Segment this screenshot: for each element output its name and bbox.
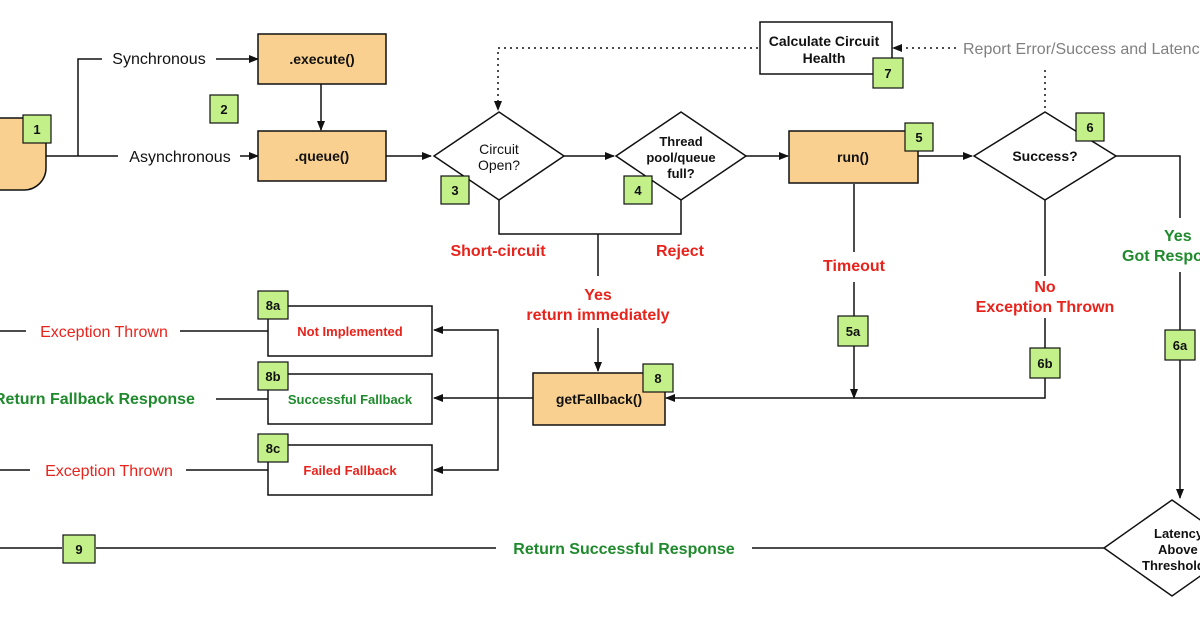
queue-node: .queue() bbox=[257, 130, 387, 182]
successful-fallback-label: Successful Fallback bbox=[288, 392, 413, 407]
timeout-label: Timeout bbox=[823, 258, 886, 275]
latency-label-3: Threshold bbox=[1142, 558, 1200, 573]
latency-label-2: Above bbox=[1158, 542, 1198, 557]
calc-health-label-1: Calculate Circuit bbox=[769, 33, 880, 49]
not-implemented-node: Not Implemented bbox=[267, 305, 433, 357]
fallback-to-failed-arrow bbox=[433, 398, 499, 474]
reject-label: Reject bbox=[656, 243, 705, 260]
circuit-open-label-2: Open? bbox=[478, 157, 520, 173]
badge-8: 8 bbox=[642, 363, 674, 393]
yes-got-label-1: Yes bbox=[1164, 228, 1192, 245]
svg-text:9: 9 bbox=[75, 542, 82, 557]
short-circuit-label: Short-circuit bbox=[450, 243, 546, 260]
svg-text:6b: 6b bbox=[1037, 356, 1052, 371]
svg-text:8: 8 bbox=[654, 371, 661, 386]
svg-text:6: 6 bbox=[1086, 120, 1093, 135]
badge-4: 4 bbox=[623, 175, 653, 205]
asynchronous-label: Asynchronous bbox=[129, 149, 230, 166]
badge-3: 3 bbox=[440, 175, 470, 205]
svg-text:8c: 8c bbox=[266, 441, 280, 456]
run-node: run() bbox=[788, 130, 919, 184]
yes-return-label-2: return immediately bbox=[526, 307, 669, 324]
svg-text:2: 2 bbox=[220, 102, 227, 117]
queue-label: .queue() bbox=[295, 148, 349, 164]
badge-5: 5 bbox=[904, 122, 934, 152]
yes-got-label-2: Got Response bbox=[1122, 248, 1200, 265]
badge-6b: 6b bbox=[1029, 347, 1061, 379]
badge-8b: 8b bbox=[257, 361, 289, 391]
synchronous-label: Synchronous bbox=[112, 51, 205, 68]
svg-text:7: 7 bbox=[884, 66, 891, 81]
failed-fallback-label: Failed Fallback bbox=[303, 463, 397, 478]
thread-pool-label-3: full? bbox=[667, 166, 694, 181]
success-label: Success? bbox=[1012, 148, 1077, 164]
success-yes-line-top bbox=[1116, 155, 1181, 218]
badge-5a: 5a bbox=[837, 315, 869, 347]
successful-fallback-node: Successful Fallback bbox=[267, 373, 433, 425]
no-exception-label-2: Exception Thrown bbox=[976, 299, 1115, 316]
report-label: Report Error/Success and Latency bbox=[963, 41, 1200, 58]
thread-pool-label-2: pool/queue bbox=[646, 150, 715, 165]
sync-branch-line bbox=[77, 58, 102, 156]
thread-pool-label-1: Thread bbox=[659, 134, 702, 149]
badge-6a: 6a bbox=[1164, 329, 1196, 361]
exception-to-fallback-arrow bbox=[665, 318, 1046, 402]
return-fallback-label: Return Fallback Response bbox=[0, 391, 195, 408]
badge-7: 7 bbox=[872, 57, 904, 89]
badge-2: 2 bbox=[209, 94, 239, 124]
fallback-to-notimpl-arrow bbox=[433, 326, 499, 398]
reject-merge-line bbox=[498, 200, 682, 235]
get-fallback-label: getFallback() bbox=[556, 391, 642, 407]
badge-1: 1 bbox=[22, 114, 52, 144]
connectors bbox=[0, 44, 1184, 549]
svg-text:4: 4 bbox=[634, 183, 642, 198]
run-label: run() bbox=[837, 149, 869, 165]
execute-node: .execute() bbox=[257, 33, 387, 85]
svg-text:6a: 6a bbox=[1173, 338, 1188, 353]
svg-text:1: 1 bbox=[33, 122, 40, 137]
yes-return-label-1: Yes bbox=[584, 287, 612, 304]
exception-thrown-a-label: Exception Thrown bbox=[40, 324, 168, 341]
svg-text:8b: 8b bbox=[265, 369, 280, 384]
calc-health-node: Calculate Circuit Health bbox=[759, 21, 893, 75]
latency-label-1: Latency bbox=[1154, 526, 1200, 541]
badge-8a: 8a bbox=[257, 290, 289, 320]
badge-8c: 8c bbox=[257, 433, 289, 463]
execute-label: .execute() bbox=[289, 51, 354, 67]
badge-9: 9 bbox=[62, 534, 96, 564]
no-exception-label-1: No bbox=[1034, 279, 1056, 296]
latency-decision: Latency Above Threshold bbox=[1102, 499, 1200, 597]
failed-fallback-node: Failed Fallback bbox=[267, 444, 433, 496]
return-successful-label: Return Successful Response bbox=[513, 541, 735, 558]
not-implemented-label: Not Implemented bbox=[297, 324, 403, 339]
svg-text:5a: 5a bbox=[846, 324, 861, 339]
health-to-circuit-dotted-arrow bbox=[494, 47, 758, 111]
exception-thrown-c-label: Exception Thrown bbox=[45, 463, 173, 480]
svg-text:8a: 8a bbox=[266, 298, 281, 313]
circuit-open-label-1: Circuit bbox=[479, 141, 519, 157]
badge-6: 6 bbox=[1075, 112, 1105, 142]
svg-text:3: 3 bbox=[451, 183, 458, 198]
svg-text:5: 5 bbox=[915, 130, 922, 145]
calc-health-label-2: Health bbox=[803, 50, 846, 66]
